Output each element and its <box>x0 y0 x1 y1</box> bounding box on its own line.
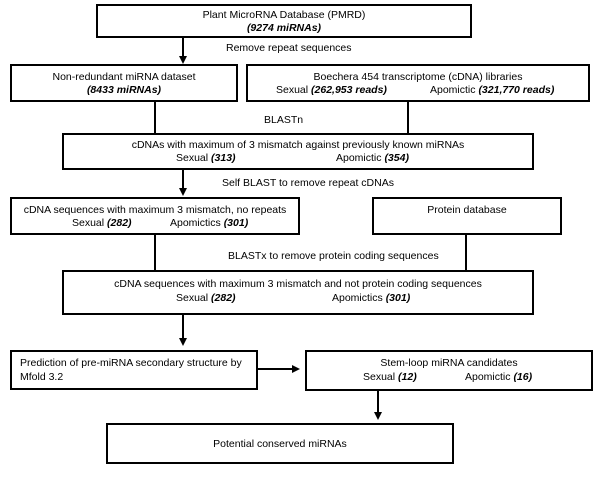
mismatch-title: cDNAs with maximum of 3 mismatch against… <box>131 139 465 151</box>
box-pmrd: Plant MicroRNA Database (PMRD) (9274 miR… <box>96 4 472 38</box>
box-nonredundant: Non-redundant miRNA dataset (8433 miRNAs… <box>10 64 238 102</box>
norepeats-sexual-count: (282) <box>107 217 132 229</box>
stemloop-title: Stem-loop miRNA candidates <box>380 357 518 369</box>
potential-title: Potential conserved miRNAs <box>213 438 347 450</box>
mismatch-apomictic-count: (354) <box>384 152 409 164</box>
stemloop-sexual: Sexual (12) <box>363 371 417 384</box>
boechera-sexual-count: (262,953 reads) <box>311 84 387 96</box>
norepeats-apomictic-count: (301) <box>223 217 249 229</box>
norepeats-apomictic-label: Apomictics <box>170 217 221 229</box>
stemloop-apomictic-label: Apomictic <box>465 371 511 383</box>
boechera-apomictic-count: (321,770 reads) <box>478 84 555 96</box>
noncoding-apomictic-label: Apomictics <box>332 292 383 304</box>
noncoding-sexual-count: (282) <box>211 292 236 304</box>
step-blastx: BLASTx to remove protein coding sequence… <box>228 250 439 262</box>
boechera-apomictic-label: Apomictic <box>430 84 476 96</box>
step-blastn: BLASTn <box>264 114 304 126</box>
box-stemloop: Stem-loop miRNA candidates Sexual (12) A… <box>305 350 593 391</box>
nonredundant-title: Non-redundant miRNA dataset <box>52 71 196 83</box>
prediction-line1: Prediction of pre-miRNA secondary struct… <box>20 357 242 369</box>
noncoding-sexual-label: Sexual <box>176 292 209 304</box>
boechera-apomictic: Apomictic (321,770 reads) <box>430 84 554 97</box>
boechera-sexual-label: Sexual <box>276 84 309 96</box>
box-boechera: Boechera 454 transcriptome (cDNA) librar… <box>246 64 590 102</box>
norepeats-apomictic: Apomictics (301) <box>170 217 248 230</box>
mismatch-sexual: Sexual (313) <box>176 152 236 165</box>
norepeats-title: cDNA sequences with maximum 3 mismatch, … <box>23 204 287 216</box>
box-non-coding: cDNA sequences with maximum 3 mismatch a… <box>62 270 534 315</box>
step-self-blast: Self BLAST to remove repeat cDNAs <box>222 177 394 189</box>
prediction-line2: Mfold 3.2 <box>20 371 64 383</box>
noncoding-title: cDNA sequences with maximum 3 mismatch a… <box>114 278 482 290</box>
step-remove-repeat: Remove repeat sequences <box>226 42 352 54</box>
mismatch-apomictic: Apomictic (354) <box>336 152 409 165</box>
pmrd-count: (9274 miRNAs) <box>246 22 322 34</box>
pmrd-title: Plant MicroRNA Database (PMRD) <box>202 9 366 21</box>
noncoding-apomictic: Apomictics (301) <box>332 292 410 305</box>
mismatch-sexual-count: (313) <box>211 152 236 164</box>
boechera-title: Boechera 454 transcriptome (cDNA) librar… <box>313 71 523 83</box>
noncoding-sexual: Sexual (282) <box>176 292 236 305</box>
box-no-repeats: cDNA sequences with maximum 3 mismatch, … <box>10 197 300 235</box>
mismatch-apomictic-label: Apomictic <box>336 152 382 164</box>
noncoding-apomictic-count: (301) <box>385 292 411 304</box>
boechera-sexual: Sexual (262,953 reads) <box>276 84 387 97</box>
stemloop-apomictic-count: (16) <box>513 371 533 383</box>
box-prediction: Prediction of pre-miRNA secondary struct… <box>10 350 258 390</box>
stemloop-sexual-count: (12) <box>398 371 417 383</box>
nonredundant-count: (8433 miRNAs) <box>86 84 162 96</box>
proteindb-title: Protein database <box>427 204 507 216</box>
stemloop-sexual-label: Sexual <box>363 371 396 383</box>
stemloop-apomictic: Apomictic (16) <box>465 371 532 384</box>
box-protein-db: Protein database <box>372 197 562 235</box>
norepeats-sexual: Sexual (282) <box>72 217 132 230</box>
box-cdna-mismatch: cDNAs with maximum of 3 mismatch against… <box>62 133 534 170</box>
mismatch-sexual-label: Sexual <box>176 152 209 164</box>
box-potential: Potential conserved miRNAs <box>106 423 454 464</box>
norepeats-sexual-label: Sexual <box>72 217 105 229</box>
